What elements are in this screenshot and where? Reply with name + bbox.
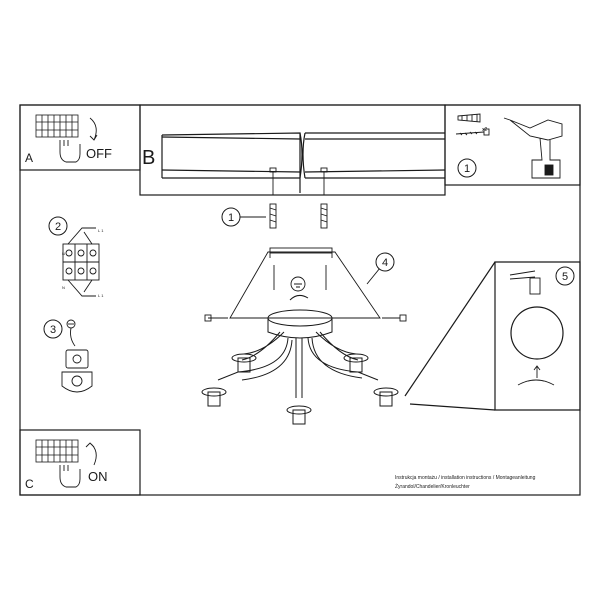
step-3-label: 3	[50, 324, 56, 336]
switchboard-icon-c	[35, 439, 79, 463]
step-4-label: 4	[382, 257, 388, 269]
footer-line-2: Żyrandol/Chandelier/Kronleuchter	[395, 483, 470, 490]
wall-plug-icon	[457, 113, 481, 123]
step-2-badge	[48, 216, 68, 236]
screw-icon	[455, 128, 490, 136]
wire-live-bottom: L 1	[98, 293, 104, 298]
step-1-screws-label: 1	[228, 212, 234, 224]
wiring-terminal	[62, 227, 100, 297]
mounting-plate	[204, 247, 407, 322]
step-5-label: 5	[562, 271, 568, 283]
ceiling-screws	[240, 167, 328, 229]
grounding-clamp	[61, 319, 93, 393]
rotate-arrow-icon-c	[85, 442, 97, 466]
wire-live-top: L 1	[98, 228, 104, 233]
hand-icon-c	[59, 465, 81, 488]
panel-a-state: OFF	[86, 146, 112, 161]
footer-line-1: Instrukcja montażu / installation instru…	[395, 475, 536, 481]
glass-globe	[510, 306, 564, 360]
switchboard-icon-a	[35, 114, 79, 138]
chandelier-body	[201, 294, 399, 425]
step-1-screws-badge	[221, 207, 241, 227]
panel-c	[19, 429, 141, 496]
wire-neutral-bottom: N	[62, 285, 65, 290]
panel-b-letter: B	[142, 147, 155, 169]
rotate-arrow-icon-a	[89, 117, 98, 141]
panel-a	[19, 104, 141, 171]
twist-arrow-icon	[517, 365, 555, 386]
panel-c-letter: C	[25, 477, 34, 491]
step-2-label: 2	[55, 221, 61, 233]
panel-globe-detail	[404, 261, 581, 411]
step-5-badge	[555, 266, 575, 286]
wire-neutral-top: N	[62, 251, 65, 256]
hand-icon-a	[59, 140, 81, 163]
panel-tools	[444, 104, 581, 186]
step-3-badge	[43, 319, 63, 339]
step-1-tools-badge	[457, 158, 477, 178]
ceiling-rail	[139, 104, 446, 196]
step-1-tools-label: 1	[464, 163, 470, 175]
step-4-badge	[375, 252, 395, 272]
quantity-label: x2	[482, 127, 488, 133]
panel-a-letter: A	[25, 151, 33, 165]
drill-icon	[503, 117, 563, 179]
panel-c-state: ON	[88, 469, 108, 484]
